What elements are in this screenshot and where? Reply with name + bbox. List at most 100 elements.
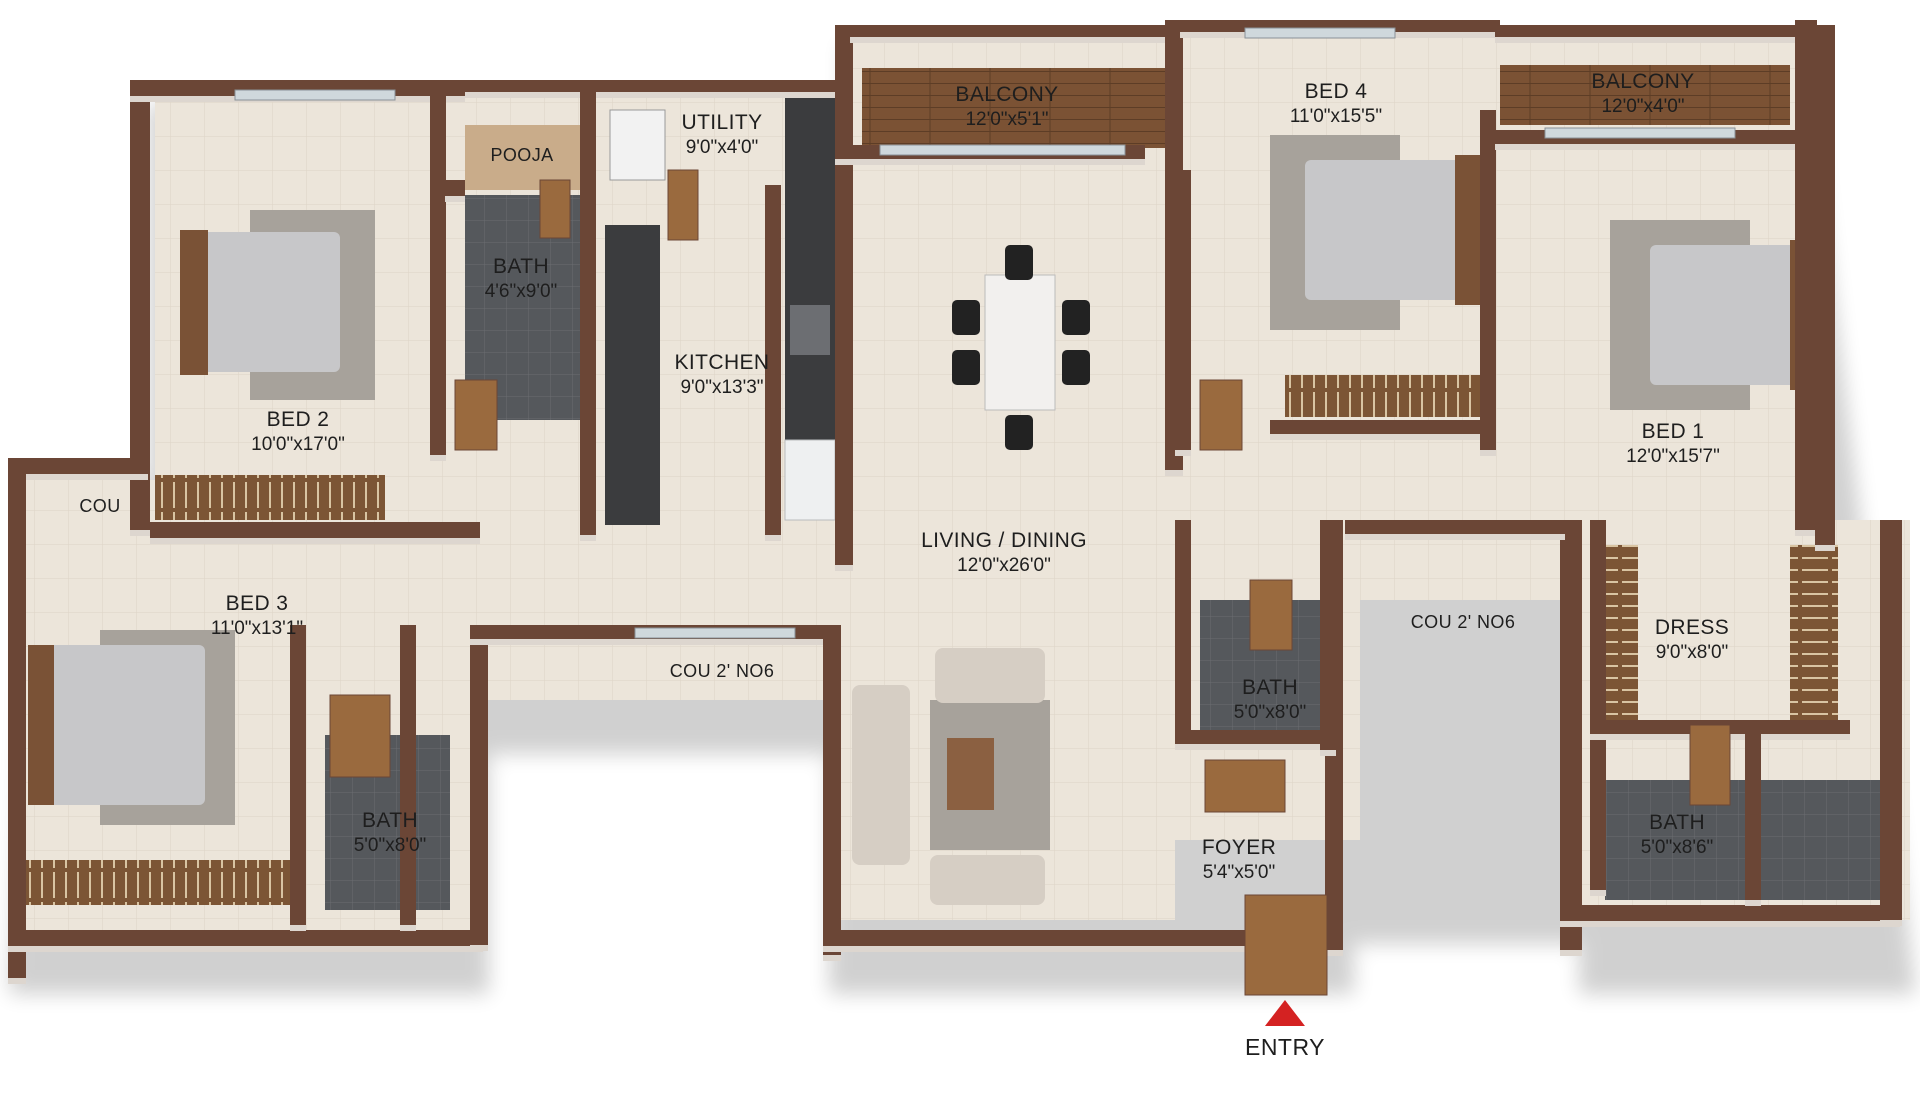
room-label-bath-center: BATH 5'0"x8'0": [1234, 675, 1307, 725]
sofa-left: [852, 685, 910, 865]
wall: [850, 25, 1180, 37]
room-dimensions: 9'0"x4'0": [685, 137, 759, 159]
wall: [1175, 520, 1191, 740]
washing-machine: [609, 109, 666, 181]
room-label-balcony-right: BALCONY 12'0"x4'0": [1591, 69, 1694, 119]
room-name: BATH: [492, 255, 550, 278]
room-dimensions: 4'6"x9'0": [484, 281, 558, 303]
bed2-wardrobe: [155, 475, 385, 520]
room-dimensions: 5'0"x8'6": [1640, 837, 1714, 859]
room-label-bed-3: BED 3 11'0"x13'1": [211, 591, 303, 641]
sofa-top: [935, 648, 1045, 703]
room-name: BALCONY: [955, 83, 1059, 106]
room-label-living-dining: LIVING / DINING 12'0"x26'0": [921, 528, 1087, 578]
bed1-bed: [1650, 245, 1800, 385]
cooktop: [790, 305, 830, 355]
room-dimensions: 5'0"x8'0": [1233, 702, 1307, 724]
door: [539, 179, 571, 239]
wall: [1320, 520, 1336, 750]
room-name: COU: [79, 495, 121, 516]
wall: [823, 930, 1333, 946]
bed4-headboard: [1455, 155, 1481, 305]
coffee-table: [947, 738, 994, 810]
wall: [130, 80, 150, 530]
room-dimensions: 12'0"x4'0": [1601, 96, 1685, 118]
dining-chair: [1005, 245, 1033, 280]
door: [329, 694, 391, 778]
wall: [1560, 905, 1900, 921]
room-dimensions: 9'0"x13'3": [680, 377, 764, 399]
room-label-dress: DRESS 9'0"x8'0": [1655, 615, 1729, 665]
room-dimensions: 11'0"x15'5": [1289, 106, 1383, 128]
room-label-foyer: FOYER 5'4"x5'0": [1202, 835, 1276, 885]
room-dimensions: 9'0"x8'0": [1655, 642, 1729, 664]
dining-chair: [952, 300, 980, 335]
bed3-wardrobe: [15, 860, 290, 905]
pooja-room-floor: [465, 125, 580, 190]
room-name: DRESS: [1654, 616, 1730, 639]
wall: [8, 458, 26, 978]
balcony-right-deck: [1500, 65, 1790, 125]
bed2-bed: [200, 232, 340, 372]
window: [1244, 27, 1396, 39]
door: [1204, 759, 1286, 813]
balcony-top-deck: [862, 68, 1167, 148]
door: [667, 169, 699, 241]
dining-chair: [952, 350, 980, 385]
room-label-pooja: POOJA: [490, 144, 553, 167]
wall: [765, 185, 781, 535]
room-label-bath-right: BATH 5'0"x8'6": [1641, 810, 1714, 860]
window: [234, 89, 396, 101]
room-name: BALCONY: [1591, 70, 1695, 93]
entry-label: ENTRY: [1244, 1034, 1326, 1060]
wall: [1815, 25, 1835, 545]
door: [1689, 724, 1731, 806]
wall: [1270, 420, 1490, 434]
dining-table: [984, 274, 1056, 411]
room-dimensions: 12'0"x26'0": [957, 555, 1051, 577]
room-label-cou-left: COU: [79, 495, 120, 518]
room-label-cou-right: COU 2' NO6: [1411, 611, 1515, 634]
wall: [835, 25, 853, 565]
room-label-bath-left: BATH 5'0"x8'0": [354, 808, 427, 858]
window: [879, 144, 1126, 156]
bed4-wardrobe: [1285, 375, 1495, 417]
dress-wardrobe-right: [1790, 545, 1838, 720]
bed3-bed: [45, 645, 205, 805]
room-dimensions: 10'0"x17'0": [251, 434, 345, 456]
entry-door: [1244, 894, 1328, 996]
wall: [580, 85, 596, 535]
bed2-headboard: [180, 230, 208, 375]
bed3-headboard: [28, 645, 54, 805]
room-dimensions: 12'0"x15'7": [1626, 446, 1720, 468]
room-name: BED 1: [1641, 420, 1705, 443]
room-name: BED 3: [225, 592, 289, 615]
room-dimensions: 11'0"x13'1": [210, 618, 304, 640]
wall: [1590, 520, 1606, 890]
wall: [445, 180, 465, 196]
room-name: BATH: [1241, 676, 1299, 699]
room-dimensions: 12'0"x5'1": [965, 109, 1049, 131]
dining-chair: [1005, 415, 1033, 450]
window: [1544, 127, 1736, 139]
door: [1249, 579, 1293, 651]
wall: [430, 85, 446, 455]
wall: [1495, 25, 1805, 37]
wall: [1795, 20, 1817, 530]
entry-arrow-icon: [1264, 1000, 1305, 1026]
room-label-balcony-top: BALCONY 12'0"x5'1": [955, 82, 1058, 132]
room-name: LIVING / DINING: [921, 529, 1087, 552]
room-dimensions: 5'4"x5'0": [1202, 862, 1276, 884]
wall: [1560, 520, 1582, 950]
fridge: [784, 439, 836, 521]
door: [454, 379, 498, 451]
wall: [8, 930, 483, 946]
room-name: FOYER: [1201, 836, 1277, 859]
sofa-bottom: [930, 855, 1045, 905]
window: [634, 627, 796, 639]
dining-chair: [1062, 300, 1090, 335]
room-label-bath-top: BATH 4'6"x9'0": [485, 254, 558, 304]
wall: [1745, 720, 1761, 900]
